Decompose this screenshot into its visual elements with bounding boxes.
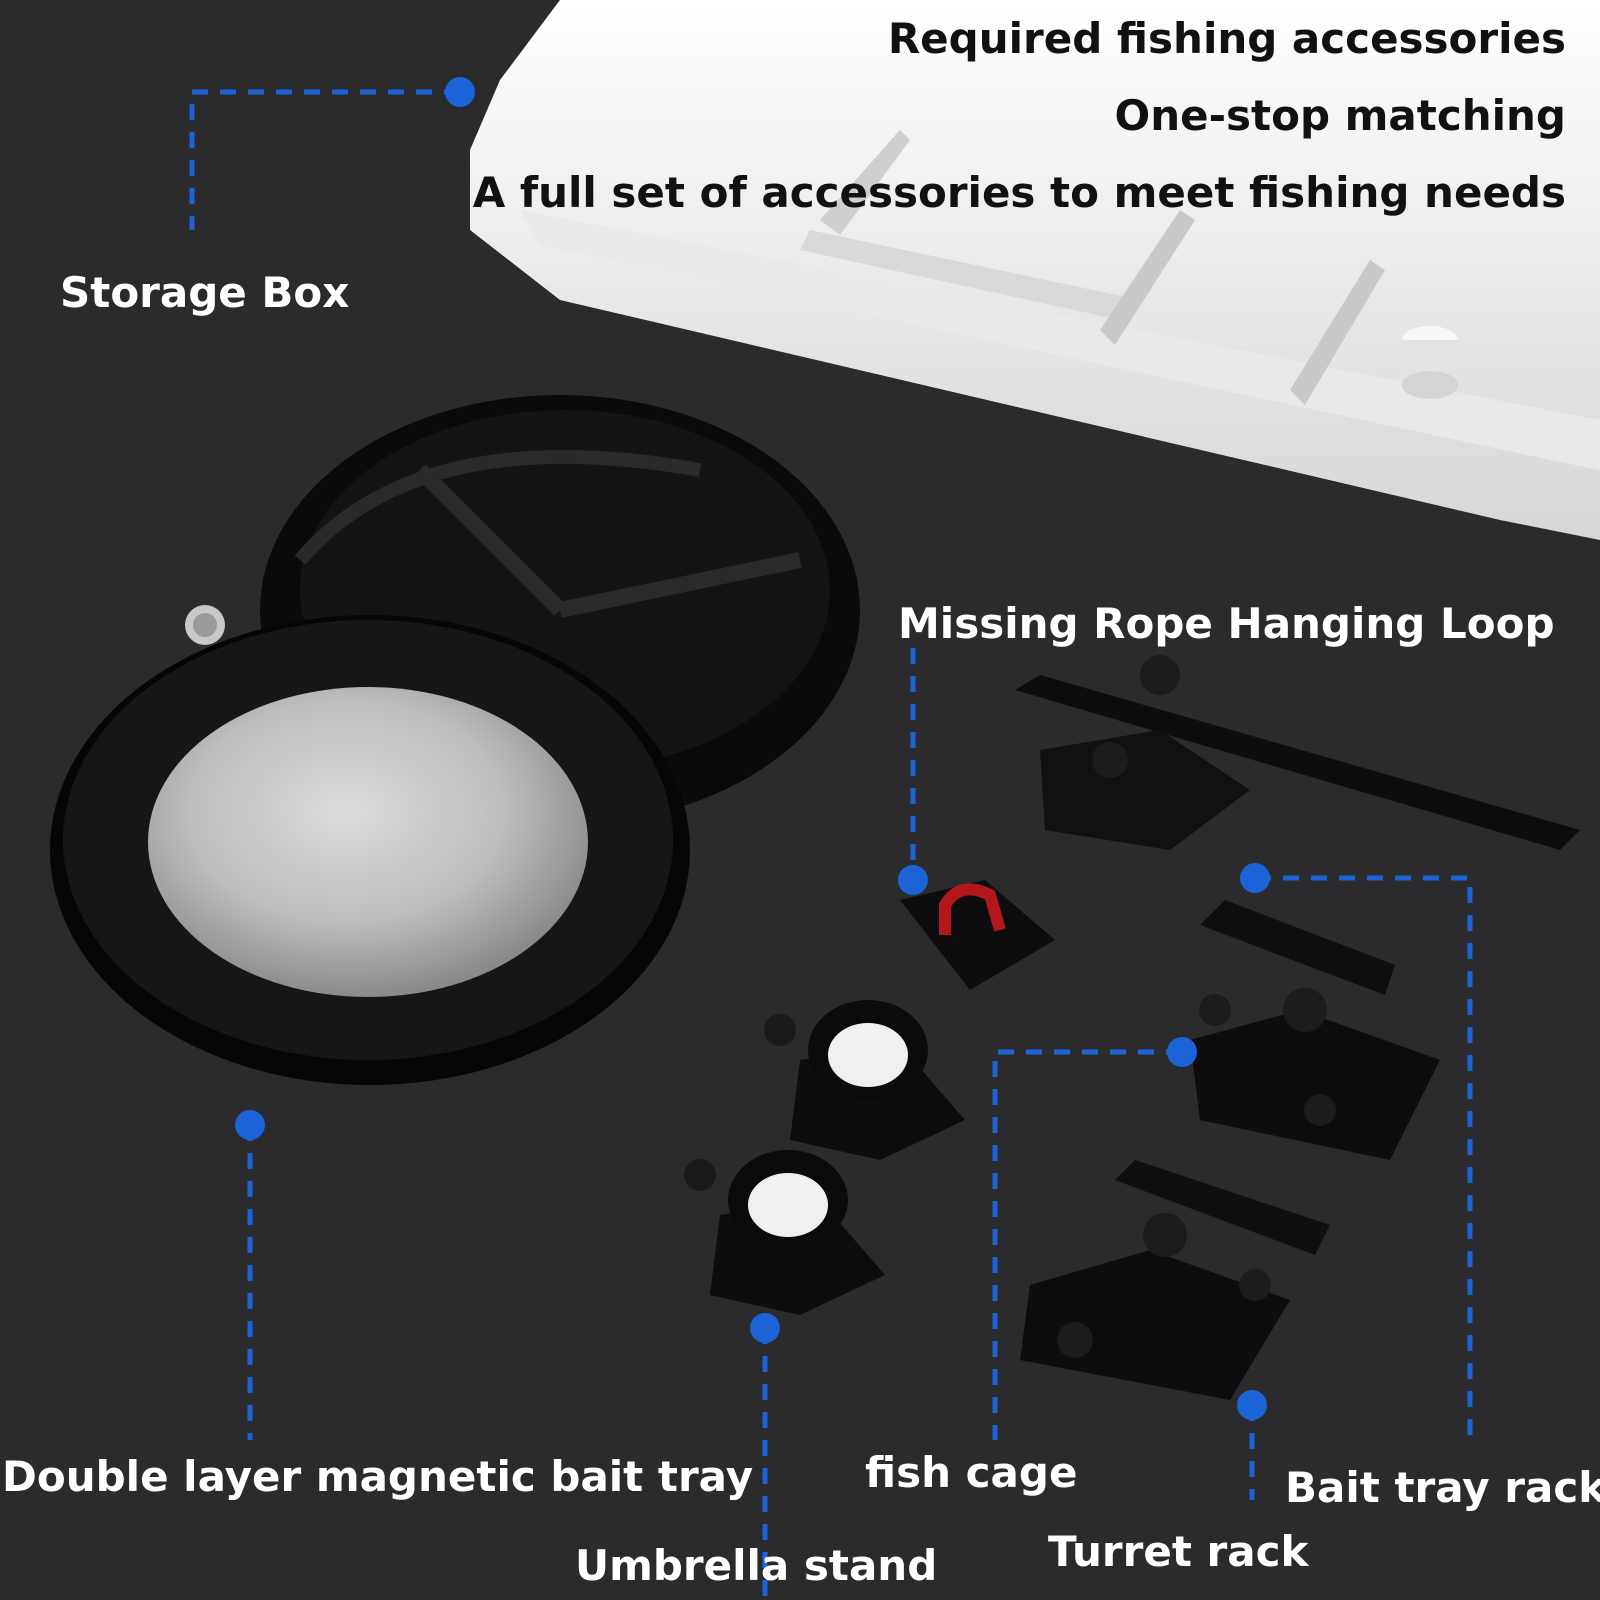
leader-lines: [189, 89, 1473, 1600]
headline-line-2: One-stop matching: [1114, 91, 1566, 140]
turret-rack: [1020, 1160, 1330, 1400]
label-umbrella-stand: Umbrella stand: [575, 1541, 938, 1590]
leader-storage-box: [189, 89, 460, 230]
label-bait-tray: Double layer magnetic bait tray: [2, 1452, 754, 1501]
leader-fish-cage: [992, 1049, 1182, 1440]
headline-line-1: Required fishing accessories: [887, 14, 1566, 63]
dot-turret-rack: [1237, 1390, 1267, 1420]
leader-dots: [235, 77, 1270, 1420]
bait-tray: [50, 395, 860, 1085]
umbrella-stand: [684, 1000, 965, 1315]
dot-hanging-loop: [898, 865, 928, 895]
dot-bait-tray-rack: [1240, 863, 1270, 893]
hanging-loop: [900, 880, 1055, 990]
dot-bait-tray: [235, 1110, 265, 1140]
headline-line-3: A full set of accessories to meet fishin…: [472, 168, 1566, 217]
label-storage-box: Storage Box: [60, 268, 350, 317]
label-hanging-loop: Missing Rope Hanging Loop: [898, 599, 1555, 648]
dot-umbrella-stand: [750, 1313, 780, 1343]
dot-storage-box: [445, 77, 475, 107]
bait-tray-rack-bar: [1015, 655, 1580, 850]
fish-cage: [1190, 900, 1440, 1160]
label-bait-tray-rack: Bait tray rack: [1285, 1463, 1600, 1512]
leader-bait-tray-rack: [1255, 875, 1473, 1440]
dot-fish-cage: [1167, 1037, 1197, 1067]
label-turret-rack: Turret rack: [1048, 1527, 1309, 1576]
label-fish-cage: fish cage: [865, 1448, 1078, 1497]
storage-box: [470, 0, 1600, 540]
